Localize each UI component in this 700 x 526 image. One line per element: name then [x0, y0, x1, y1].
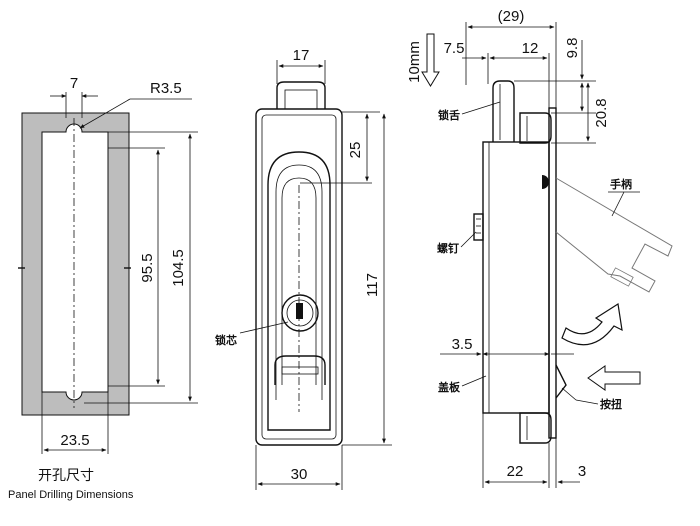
front-handle-slot	[267, 151, 331, 431]
lock-core-icon	[281, 294, 319, 332]
dim-front-to-handle: 25	[347, 142, 364, 159]
side-handle-open	[555, 177, 673, 293]
rotation-arrow-icon	[561, 303, 623, 346]
side-lock-tongue	[492, 80, 515, 142]
dim-side-travel: 10mm	[406, 41, 423, 83]
label-button: 按扭	[600, 397, 622, 411]
dim-side-22: 22	[507, 463, 524, 480]
dim-side-3-5: 3.5	[452, 336, 473, 353]
dim-cutout-radius: R3.5	[150, 80, 182, 97]
front-latch-tab	[276, 81, 326, 109]
panel-cutout-view: 7 R3.5 95.5 104.5 23.5 开孔尺寸 Panel Drilli…	[8, 75, 198, 501]
dim-side-12: 12	[522, 40, 539, 57]
dim-cutout-inner-height: 95.5	[139, 253, 156, 282]
front-view: 锁芯 17 25 117 30	[215, 47, 392, 490]
dim-side-overall: (29)	[498, 8, 525, 25]
dim-side-20-8: 20.8	[593, 98, 610, 127]
push-arrow-icon	[587, 365, 641, 391]
label-cover-plate: 盖板	[438, 380, 461, 394]
dim-front-height: 117	[364, 273, 381, 297]
front-thumb-plate	[274, 355, 326, 385]
cutout-opening	[41, 123, 109, 401]
side-push-button	[555, 364, 567, 399]
dim-front-width: 30	[291, 466, 308, 483]
travel-arrow-icon	[421, 33, 440, 87]
front-body-inner	[261, 114, 337, 440]
dim-cutout-bottom-width: 23.5	[60, 432, 89, 449]
label-screw: 螺钉	[437, 241, 459, 255]
side-screw	[473, 213, 484, 241]
label-lock-core: 锁芯	[215, 333, 237, 347]
side-view: (29) 10mm 7.5 12 9.8 20.8 3.5 22 3 锁舌	[406, 8, 673, 488]
side-cover-plate	[548, 107, 557, 439]
dim-front-handle-width: 17	[293, 47, 310, 64]
dim-cutout-total-height: 104.5	[170, 249, 187, 287]
side-body	[482, 141, 550, 414]
dim-cutout-top-width: 7	[70, 75, 78, 92]
dim-side-9-8: 9.8	[564, 38, 581, 59]
dim-side-3: 3	[578, 463, 586, 480]
caption-chinese: 开孔尺寸	[38, 467, 94, 483]
dim-side-7-5: 7.5	[444, 40, 465, 57]
side-bottom-knob	[519, 412, 552, 444]
label-handle: 手柄	[610, 177, 632, 191]
caption-english: Panel Drilling Dimensions	[8, 489, 134, 501]
label-lock-tongue: 锁舌	[438, 108, 460, 122]
side-top-knob	[519, 112, 552, 144]
